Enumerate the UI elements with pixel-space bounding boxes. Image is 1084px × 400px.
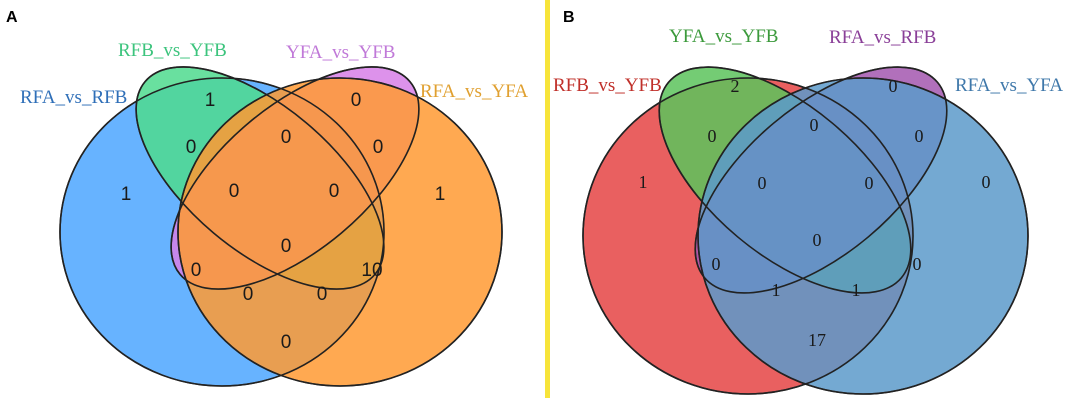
panel-b-letter: B bbox=[563, 9, 575, 26]
panel-a-letter: A bbox=[6, 9, 18, 26]
set-label-2: RFB_vs_YFB bbox=[118, 40, 227, 61]
venn-panel-b: B RFB_vs_YFB YFA_vs_YFB RFA_vs_RFB RFA_v… bbox=[553, 0, 1084, 400]
set-label-1: RFA_vs_RFB bbox=[20, 87, 127, 108]
set-label-3: RFA_vs_RFB bbox=[829, 27, 936, 48]
region-count: 0 bbox=[281, 332, 292, 353]
region-count: 0 bbox=[889, 76, 898, 96]
venn-panel-a: A RFA_vs_RFB RFB_vs_YFB YFA_vs_YFB RFA_v… bbox=[6, 9, 528, 387]
region-count: 0 bbox=[186, 137, 197, 158]
set-label-4: RFA_vs_YFA bbox=[955, 75, 1063, 96]
region-count: 0 bbox=[373, 137, 384, 158]
region-count: 1 bbox=[852, 280, 861, 300]
region-count: 1 bbox=[121, 184, 132, 205]
region-count: 2 bbox=[731, 76, 740, 96]
region-count: 0 bbox=[913, 254, 922, 274]
region-count: 0 bbox=[982, 172, 991, 192]
venn-diagram-a: A RFA_vs_RFB RFB_vs_YFB YFA_vs_YFB RFA_v… bbox=[6, 9, 528, 387]
region-count: 0 bbox=[351, 90, 362, 111]
set-label-3: YFA_vs_YFB bbox=[286, 42, 395, 63]
region-count: 1 bbox=[772, 280, 781, 300]
region-count: 0 bbox=[758, 173, 767, 193]
set-label-4: RFA_vs_YFA bbox=[420, 81, 528, 102]
venn-diagram-b: B RFB_vs_YFB YFA_vs_YFB RFA_vs_RFB RFA_v… bbox=[553, 9, 1063, 395]
region-count: 0 bbox=[229, 181, 240, 202]
region-count: 0 bbox=[281, 127, 292, 148]
region-count: 0 bbox=[708, 126, 717, 146]
set-ellipse-rfa-vs-yfa bbox=[177, 77, 503, 387]
set-label-1: RFB_vs_YFB bbox=[553, 75, 662, 96]
region-count: 0 bbox=[865, 173, 874, 193]
region-count: 1 bbox=[205, 90, 216, 111]
region-count: 0 bbox=[712, 254, 721, 274]
panel-divider bbox=[545, 0, 550, 398]
region-count: 0 bbox=[191, 260, 202, 281]
region-count: 0 bbox=[915, 126, 924, 146]
region-count: 1 bbox=[435, 184, 446, 205]
region-count: 0 bbox=[813, 230, 822, 250]
region-count: 0 bbox=[243, 284, 254, 305]
region-count: 0 bbox=[317, 284, 328, 305]
set-label-2: YFA_vs_YFB bbox=[669, 26, 778, 47]
region-count: 17 bbox=[808, 330, 826, 350]
set-ellipse-rfa-vs-yfa bbox=[697, 77, 1029, 395]
region-count: 1 bbox=[639, 172, 648, 192]
region-count: 0 bbox=[329, 181, 340, 202]
region-count: 0 bbox=[281, 236, 292, 257]
region-count: 10 bbox=[361, 260, 382, 281]
region-count: 0 bbox=[810, 115, 819, 135]
